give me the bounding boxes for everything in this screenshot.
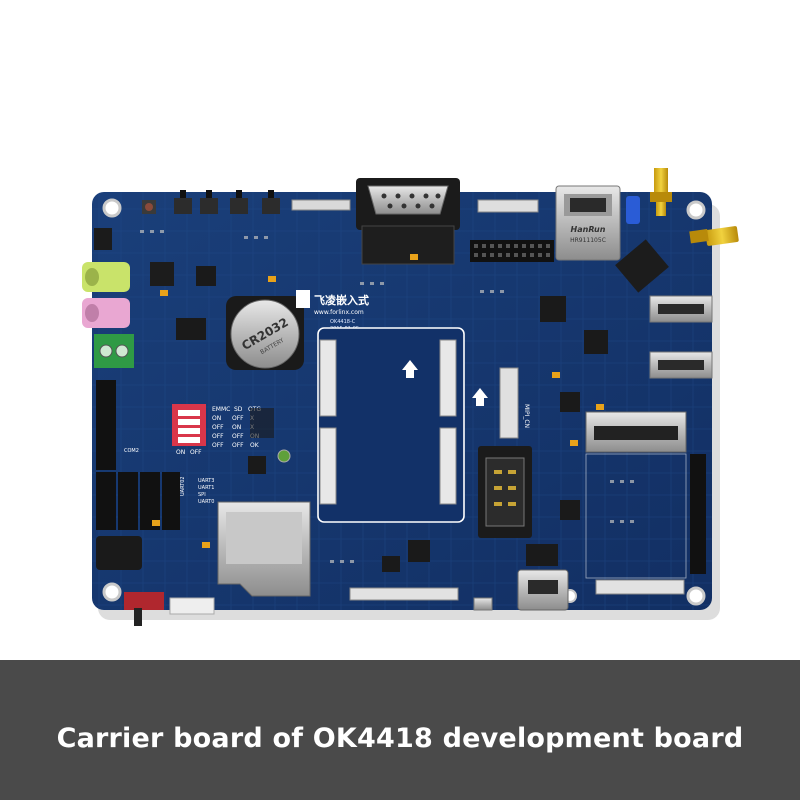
db9-connector [356, 178, 460, 265]
wifi-module [615, 239, 669, 293]
rj45-connector: HanRun HR911105C [555, 185, 621, 261]
silkscreen-outline [585, 453, 687, 579]
mipi-connector [499, 367, 519, 439]
rj45-model: HR911105C [570, 237, 606, 244]
uart-labels: UART3 UART1 SPI UART0 UART02 [180, 476, 214, 505]
dc-power-jack [96, 536, 142, 570]
caption-bar: Carrier board of OK4418 development boar… [0, 660, 800, 800]
mipi-label: MIPI_CN [523, 404, 530, 428]
arrow-marker [472, 388, 488, 398]
logo-website: www.forlinx.com [314, 309, 364, 316]
small-passives [140, 230, 634, 563]
pin-header-top [470, 240, 554, 262]
sim-card-slot [478, 446, 532, 538]
core-module-socket [317, 327, 465, 523]
blue-potentiometer [626, 196, 640, 224]
fpc-connector-top-left [291, 199, 351, 211]
dip-switch [172, 404, 206, 446]
com-label: COM2 [124, 448, 139, 454]
uart-label: UART1 [198, 485, 214, 491]
rj45-brand: HanRun [571, 225, 606, 234]
uart-label: UART0 [198, 499, 214, 505]
uart-label: SPI [198, 492, 206, 498]
power-terminal-block [94, 334, 134, 368]
white-connector [169, 597, 215, 615]
usb-connectors [649, 295, 713, 379]
micro-usb-connector [473, 597, 493, 611]
dip-cell: OFF [212, 433, 224, 440]
dip-col-emmc: EMMC [212, 406, 230, 413]
dip-cell: OFF [232, 433, 244, 440]
pin-headers-left [96, 380, 180, 530]
caption-text: Carrier board of OK4418 development boar… [56, 722, 744, 754]
dip-col-sd: SD [234, 406, 243, 413]
audio-jacks [82, 228, 130, 328]
mini-pcie-slot [585, 411, 687, 453]
dip-cell: OFF [232, 442, 244, 449]
pin-header-right [690, 454, 706, 574]
sd-card-slot [217, 501, 311, 597]
dip-footer-on: ON [176, 449, 185, 456]
ic-components [150, 262, 608, 572]
dip-cell: ON [212, 415, 221, 422]
dip-cell: OK [250, 442, 260, 449]
fpc-connector-bottom-right [595, 579, 685, 595]
hdmi-connector [517, 544, 569, 611]
uart-tag: UART02 [180, 476, 186, 496]
dip-cell: OFF [212, 424, 224, 431]
fpc-connector-bottom [349, 587, 459, 601]
logo-text: 飞凌嵌入式 [314, 293, 369, 307]
sma-antenna-connectors [650, 168, 739, 246]
carrier-board-image: HanRun HR911105C [82, 168, 739, 626]
dip-footer-off: OFF [190, 449, 202, 456]
fpc-connector-top [477, 199, 539, 213]
board-photo: HanRun HR911105C [82, 168, 739, 626]
push-buttons [142, 190, 280, 214]
power-switch [124, 592, 164, 626]
dip-cell: OFF [212, 442, 224, 449]
model-label: OK4418-C [330, 319, 356, 325]
coin-cell-battery: CR2032 BATTERY [226, 296, 304, 370]
capacitors [152, 254, 604, 548]
arrow-marker-stem [476, 398, 484, 406]
uart-label: UART3 [198, 478, 214, 484]
dip-cell: ON [232, 424, 241, 431]
dip-cell: OFF [232, 415, 244, 422]
